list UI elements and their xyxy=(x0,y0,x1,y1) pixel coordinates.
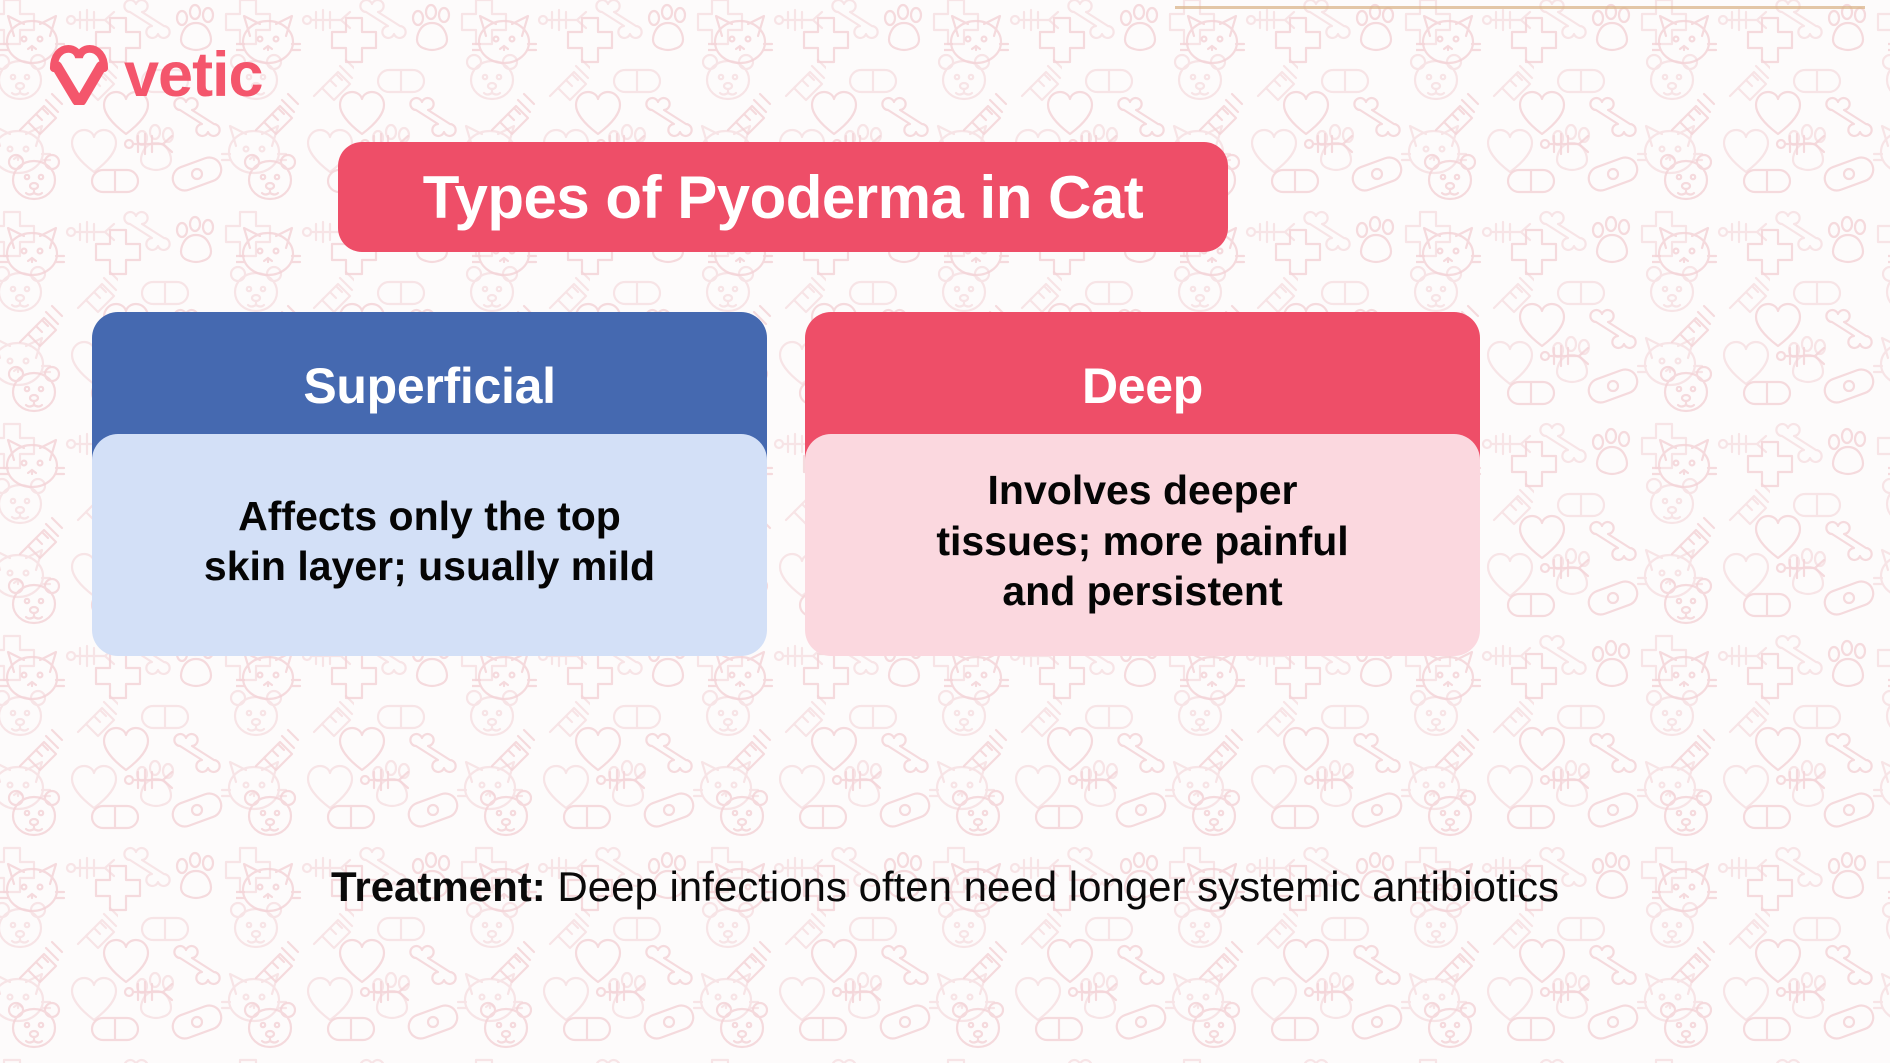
card-deep-title: Deep xyxy=(1081,358,1204,414)
brand-wordmark: vetic xyxy=(124,40,264,110)
treatment-text: Deep infections often need longer system… xyxy=(545,863,1559,910)
vetic-logo: vetic xyxy=(48,40,264,110)
heart-v-icon xyxy=(48,43,110,106)
card-superficial-body: Affects only the top skin layer; usually… xyxy=(92,434,767,656)
page-title: Types of Pyoderma in Cat xyxy=(422,163,1144,231)
card-deep: Deep Involves deeper tissues; more painf… xyxy=(805,312,1480,656)
card-superficial-description: Affects only the top skin layer; usually… xyxy=(203,492,656,589)
title-banner: Types of Pyoderma in Cat xyxy=(338,142,1228,252)
card-deep-body: Involves deeper tissues; more painful an… xyxy=(805,434,1480,656)
card-superficial: Superficial Affects only the top skin la… xyxy=(92,312,767,656)
card-deep-description: Involves deeper tissues; more painful an… xyxy=(936,467,1349,615)
treatment-label: Treatment: xyxy=(331,863,546,910)
card-superficial-title: Superficial xyxy=(303,358,556,414)
treatment-note: Treatment: Deep infections often need lo… xyxy=(0,862,1890,912)
